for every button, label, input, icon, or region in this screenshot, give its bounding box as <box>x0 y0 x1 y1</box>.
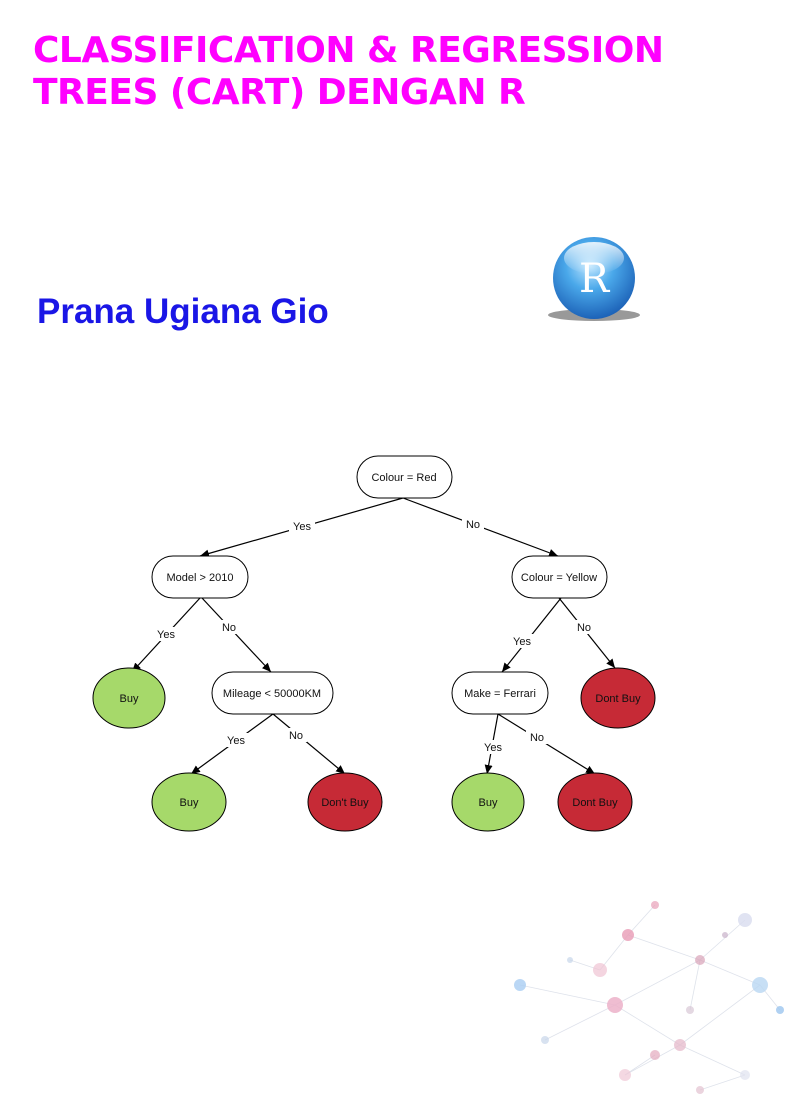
edge-labels: Yes No Yes No Yes No Yes No Yes No <box>153 517 595 754</box>
edge-label-model-no: No <box>222 622 236 634</box>
decision-node-colour-yellow: Colour = Yellow <box>511 555 608 599</box>
edge-label-make-no: No <box>530 732 544 744</box>
author-name: Prana Ugiana Gio <box>37 292 329 331</box>
decision-node-root: Colour = Red <box>356 455 453 499</box>
leaf-label-buy-2: Buy <box>180 797 199 809</box>
node-label-mileage: Mileage < 50000KM <box>223 688 321 700</box>
leaf-node-buy-2: Buy <box>151 772 227 832</box>
decision-tree-diagram: Yes No Yes No Yes No Yes No Yes No Colou… <box>92 455 656 832</box>
decision-node-make: Make = Ferrari <box>451 671 549 715</box>
node-label-make: Make = Ferrari <box>464 688 536 700</box>
edge-label-model-yes: Yes <box>157 629 175 641</box>
edge-model-no <box>201 597 272 673</box>
leaf-node-buy-3: Buy <box>451 772 525 832</box>
decision-node-model: Model > 2010 <box>151 555 249 599</box>
node-label-colour-yellow: Colour = Yellow <box>521 572 597 584</box>
leaf-label-buy-1: Buy <box>120 693 139 705</box>
leaf-label-dont-buy-3: Dont Buy <box>572 797 618 809</box>
edge-label-root-no: No <box>466 519 480 531</box>
leaf-label-dont-buy-2: Don't Buy <box>321 797 369 809</box>
edge-label-yellow-yes: Yes <box>513 636 531 648</box>
edge-label-make-yes: Yes <box>484 742 502 754</box>
r-logo-icon: R <box>548 237 640 321</box>
edge-label-yellow-no: No <box>577 622 591 634</box>
document-title: CLASSIFICATION & REGRESSION TREES (CART)… <box>33 30 664 114</box>
node-label-model: Model > 2010 <box>167 572 234 584</box>
leaf-node-dont-buy-3: Dont Buy <box>557 772 633 832</box>
leaf-label-dont-buy-1: Dont Buy <box>595 693 641 705</box>
decision-node-mileage: Mileage < 50000KM <box>211 671 334 715</box>
leaf-label-buy-3: Buy <box>479 797 498 809</box>
title-line-2: TREES (CART) DENGAN R <box>33 72 526 113</box>
title-line-1: CLASSIFICATION & REGRESSION <box>33 30 664 71</box>
node-label-root: Colour = Red <box>371 472 436 484</box>
leaf-node-dont-buy-1: Dont Buy <box>580 667 656 729</box>
leaf-node-buy-1: Buy <box>92 667 166 729</box>
edge-label-mileage-no: No <box>289 730 303 742</box>
edge-label-mileage-yes: Yes <box>227 735 245 747</box>
edge-mileage-no <box>272 713 346 775</box>
leaf-node-dont-buy-2: Don't Buy <box>307 772 383 832</box>
edge-label-root-yes: Yes <box>293 521 311 533</box>
r-logo-letter: R <box>579 256 611 302</box>
